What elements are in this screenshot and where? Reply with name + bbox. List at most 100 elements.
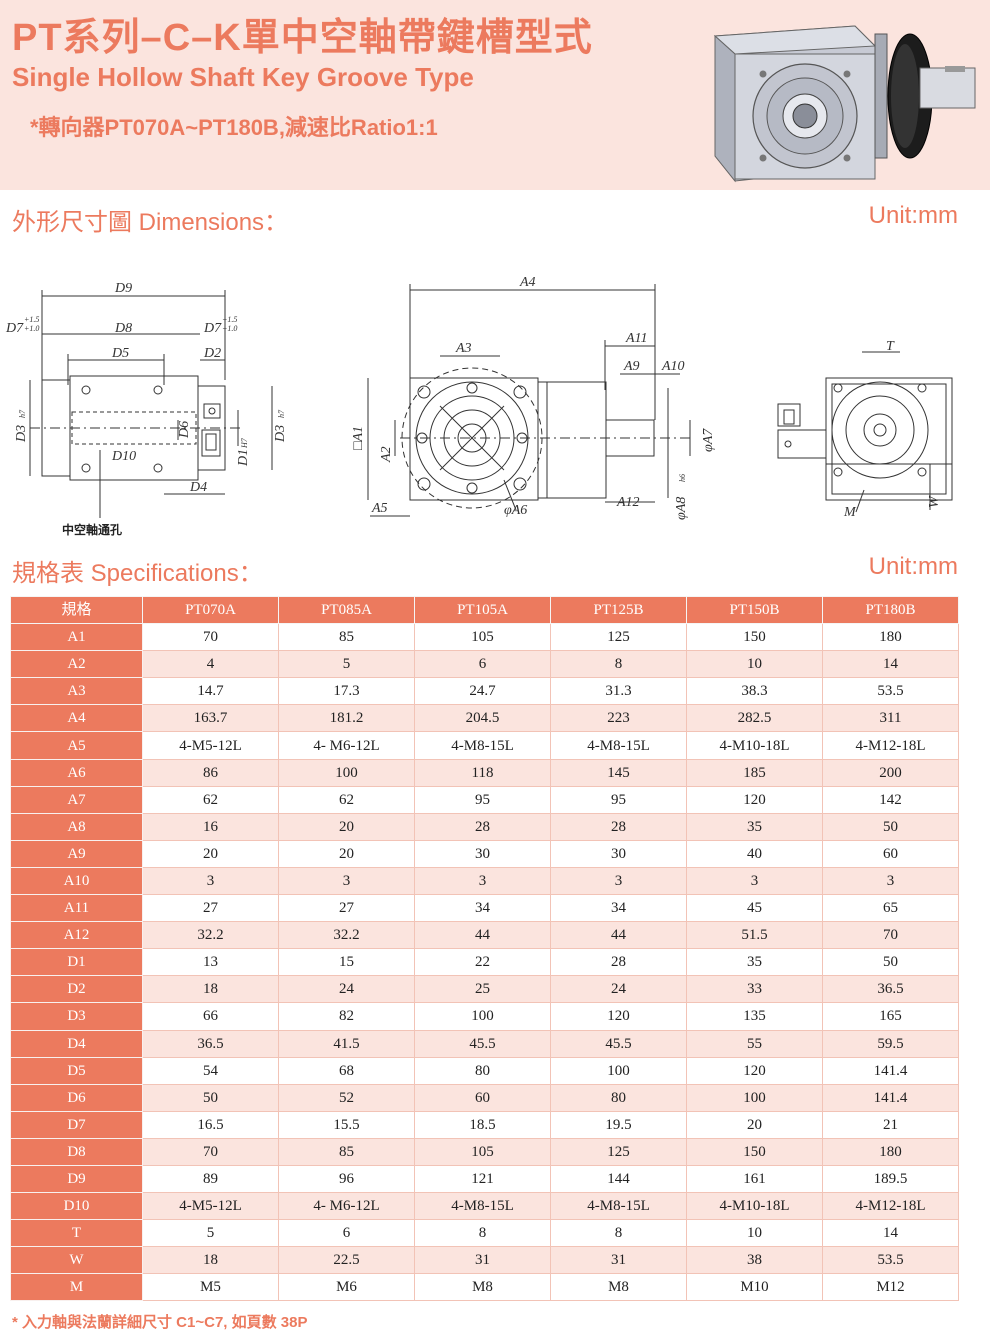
- table-cell: 181.2: [278, 704, 415, 733]
- label-d1-tol: H7: [240, 437, 249, 449]
- table-cell: 16: [142, 812, 279, 841]
- right-view: [777, 351, 953, 513]
- table-cell: 6: [278, 1219, 415, 1248]
- table-cell: 28: [550, 948, 687, 977]
- table-cell: 65: [822, 894, 959, 923]
- label-d7-left: D7: [5, 321, 24, 336]
- row-label: D6: [10, 1083, 143, 1112]
- row-label: A3: [10, 677, 143, 706]
- table-cell: 180: [822, 623, 959, 652]
- row-label: D2: [10, 975, 143, 1004]
- table-cell: M10: [686, 1273, 823, 1302]
- model-header: PT070A: [142, 595, 279, 625]
- table-cell: 25: [414, 975, 551, 1004]
- table-cell: 204.5: [414, 704, 551, 733]
- row-label: A4: [10, 704, 143, 733]
- table-cell: 20: [278, 839, 415, 868]
- table-cell: 3: [278, 866, 415, 896]
- label-a7: φA7: [701, 428, 716, 452]
- spec-table: 規格 PT070A PT085A PT105A PT125B PT150B PT…: [10, 595, 959, 1302]
- table-cell: 44: [414, 921, 551, 950]
- table-cell: 5: [278, 650, 415, 679]
- table-cell: 13: [142, 948, 279, 977]
- table-cell: M8: [414, 1273, 551, 1302]
- table-cell: 52: [278, 1083, 415, 1112]
- table-cell: 105: [414, 1137, 551, 1166]
- table-cell: 18: [142, 1246, 279, 1275]
- table-cell: 4-M12-18L: [822, 1192, 959, 1221]
- table-cell: 27: [278, 894, 415, 923]
- table-cell: 8: [550, 650, 687, 679]
- table-cell: M6: [278, 1273, 415, 1302]
- label-a2: A2: [379, 446, 394, 463]
- label-t: T: [886, 339, 895, 354]
- label-d2: D2: [203, 346, 221, 361]
- table-cell: 20: [686, 1110, 823, 1139]
- table-cell: 16.5: [142, 1110, 279, 1139]
- table-cell: 120: [550, 1002, 687, 1031]
- table-cell: 135: [686, 1002, 823, 1031]
- table-cell: 5: [142, 1219, 279, 1248]
- row-label: A12: [10, 921, 143, 950]
- model-header: PT180B: [822, 595, 959, 625]
- ratio-note: *轉向器PT070A~PT180B,減速比Ratio1:1: [30, 115, 438, 140]
- table-cell: 14: [822, 1219, 959, 1248]
- label-d1: D1: [236, 449, 251, 467]
- specs-unit: Unit:mm: [868, 553, 958, 580]
- table-corner: 規格: [10, 595, 143, 625]
- label-d7-tol-lower: +1.0: [24, 324, 39, 333]
- table-cell: 180: [822, 1137, 959, 1166]
- label-d7r-tol-lower: +1.0: [222, 324, 237, 333]
- table-cell: 100: [278, 758, 415, 787]
- table-cell: 44: [550, 921, 687, 950]
- label-d10: D10: [111, 449, 136, 464]
- row-label: A7: [10, 785, 143, 814]
- label-a12: A12: [616, 495, 640, 510]
- table-cell: 80: [550, 1083, 687, 1112]
- table-cell: 141.4: [822, 1083, 959, 1112]
- label-d3-right: D3: [273, 425, 288, 443]
- table-cell: 33: [686, 975, 823, 1004]
- label-w: W: [927, 495, 942, 508]
- table-cell: 60: [414, 1083, 551, 1112]
- table-cell: 14: [822, 650, 959, 679]
- table-cell: 30: [550, 839, 687, 868]
- footnote: * 入力軸與法蘭詳細尺寸 C1~C7, 如頁數 38P: [12, 1314, 308, 1331]
- row-label: A10: [10, 866, 143, 896]
- table-cell: 53.5: [822, 1246, 959, 1275]
- table-cell: 34: [414, 894, 551, 923]
- table-cell: M8: [550, 1273, 687, 1302]
- label-a1: □A1: [351, 426, 366, 450]
- table-cell: 14.7: [142, 677, 279, 706]
- table-cell: 66: [142, 1002, 279, 1031]
- table-cell: 282.5: [686, 704, 823, 733]
- table-cell: 4-M8-15L: [550, 1192, 687, 1221]
- table-cell: 95: [414, 785, 551, 814]
- label-d7-tol-upper: +1.5: [24, 315, 39, 324]
- table-cell: 50: [822, 948, 959, 977]
- table-cell: 100: [550, 1056, 687, 1085]
- table-cell: 165: [822, 1002, 959, 1031]
- label-a9: A9: [623, 359, 640, 374]
- page-title: PT系列–C–K單中空軸帶鍵槽型式: [12, 17, 593, 59]
- table-cell: 27: [142, 894, 279, 923]
- table-cell: 4- M6-12L: [278, 731, 415, 760]
- table-cell: 120: [686, 785, 823, 814]
- table-cell: 32.2: [142, 921, 279, 950]
- table-cell: 4-M5-12L: [142, 731, 279, 760]
- row-label: A11: [10, 894, 143, 923]
- table-cell: 200: [822, 758, 959, 787]
- table-cell: 95: [550, 785, 687, 814]
- table-cell: 150: [686, 623, 823, 652]
- table-cell: 31: [550, 1246, 687, 1275]
- row-label: D8: [10, 1137, 143, 1166]
- table-cell: 55: [686, 1029, 823, 1058]
- dimension-drawing: D9 D7 +1.5 +1.0 D8 D7 +1.5 +1.0 D5 D2 D3…: [5, 275, 953, 537]
- table-cell: 4: [142, 650, 279, 679]
